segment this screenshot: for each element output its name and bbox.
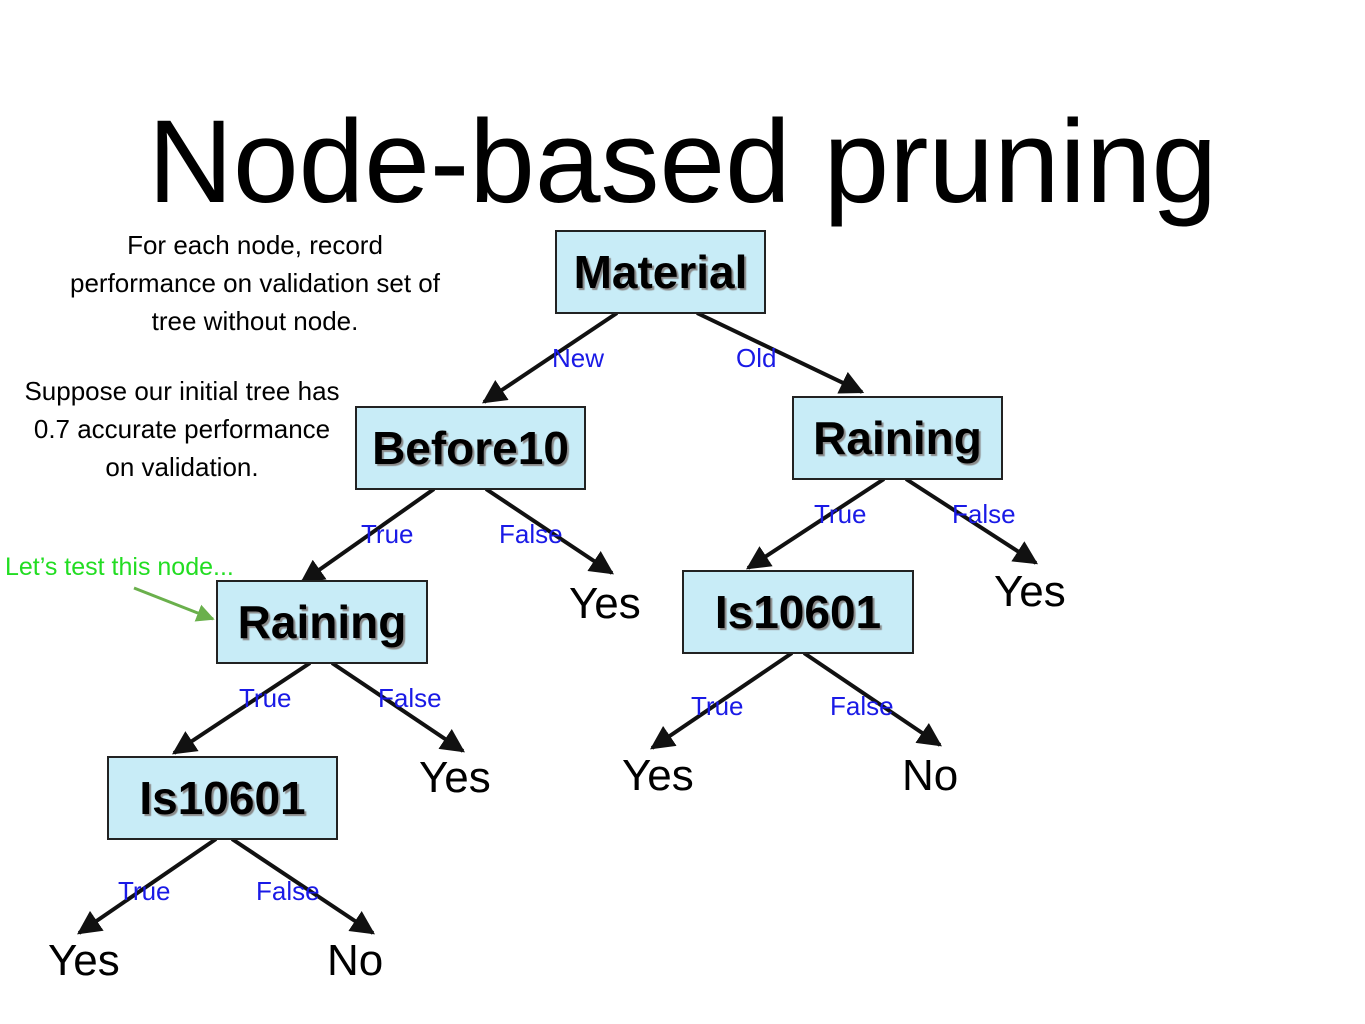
- hint-arrow: [133, 586, 215, 622]
- node-is10601-right: Is10601: [682, 570, 914, 654]
- edge-is10601-left-true: [77, 837, 218, 935]
- edge-label-new: New: [552, 343, 605, 373]
- edge-label-raining-left-false: False: [378, 683, 442, 713]
- edge-material-old: [696, 311, 865, 394]
- edge-label-before10-true: True: [361, 519, 414, 549]
- leaf-raining-right-false: Yes: [994, 567, 1066, 616]
- edge-before10-true: [300, 487, 436, 584]
- edge-label-is10601-right-false: False: [830, 691, 894, 721]
- note-record-performance: For each node, record performance on val…: [70, 230, 440, 336]
- edge-raining-left-false: [330, 661, 465, 753]
- edge-raining-right-false: [904, 477, 1039, 565]
- node-is10601-left: Is10601: [107, 756, 338, 840]
- edge-label-raining-left-true: True: [239, 683, 292, 713]
- edge-raining-left-true: [171, 661, 312, 755]
- leaf-raining-left-false: Yes: [419, 753, 491, 802]
- edge-label-before10-false: False: [499, 519, 563, 549]
- leaf-is10601-left-true: Yes: [48, 936, 120, 985]
- node-raining-left: Raining: [216, 580, 428, 664]
- edge-material-new: [482, 311, 619, 404]
- edge-label-raining-right-false: False: [952, 499, 1016, 529]
- edge-before10-false: [484, 487, 614, 575]
- edge-is10601-left-false: [230, 837, 375, 935]
- node-raining-right: Raining: [792, 396, 1003, 480]
- slide-title: Node-based pruning: [147, 96, 1218, 228]
- edge-raining-right-true: [745, 477, 886, 570]
- leaf-is10601-left-false: No: [327, 936, 384, 985]
- edge-label-is10601-left-false: False: [256, 876, 320, 906]
- leaf-before10-false: Yes: [569, 579, 641, 628]
- node-before10: Before10: [355, 406, 586, 490]
- note-initial-accuracy: Suppose our initial tree has 0.7 accurat…: [24, 376, 340, 482]
- edge-label-is10601-left-true: True: [118, 876, 171, 906]
- node-material: Material: [555, 230, 766, 314]
- edge-is10601-right-true: [650, 651, 794, 750]
- leaf-is10601-right-false: No: [902, 751, 959, 800]
- edge-label-old: Old: [736, 343, 777, 373]
- edge-label-raining-right-true: True: [814, 499, 867, 529]
- edge-label-is10601-right-true: True: [691, 691, 744, 721]
- leaf-is10601-right-true: Yes: [622, 751, 694, 800]
- edge-is10601-right-false: [802, 651, 942, 747]
- hint-test-node: Let’s test this node...: [5, 553, 234, 581]
